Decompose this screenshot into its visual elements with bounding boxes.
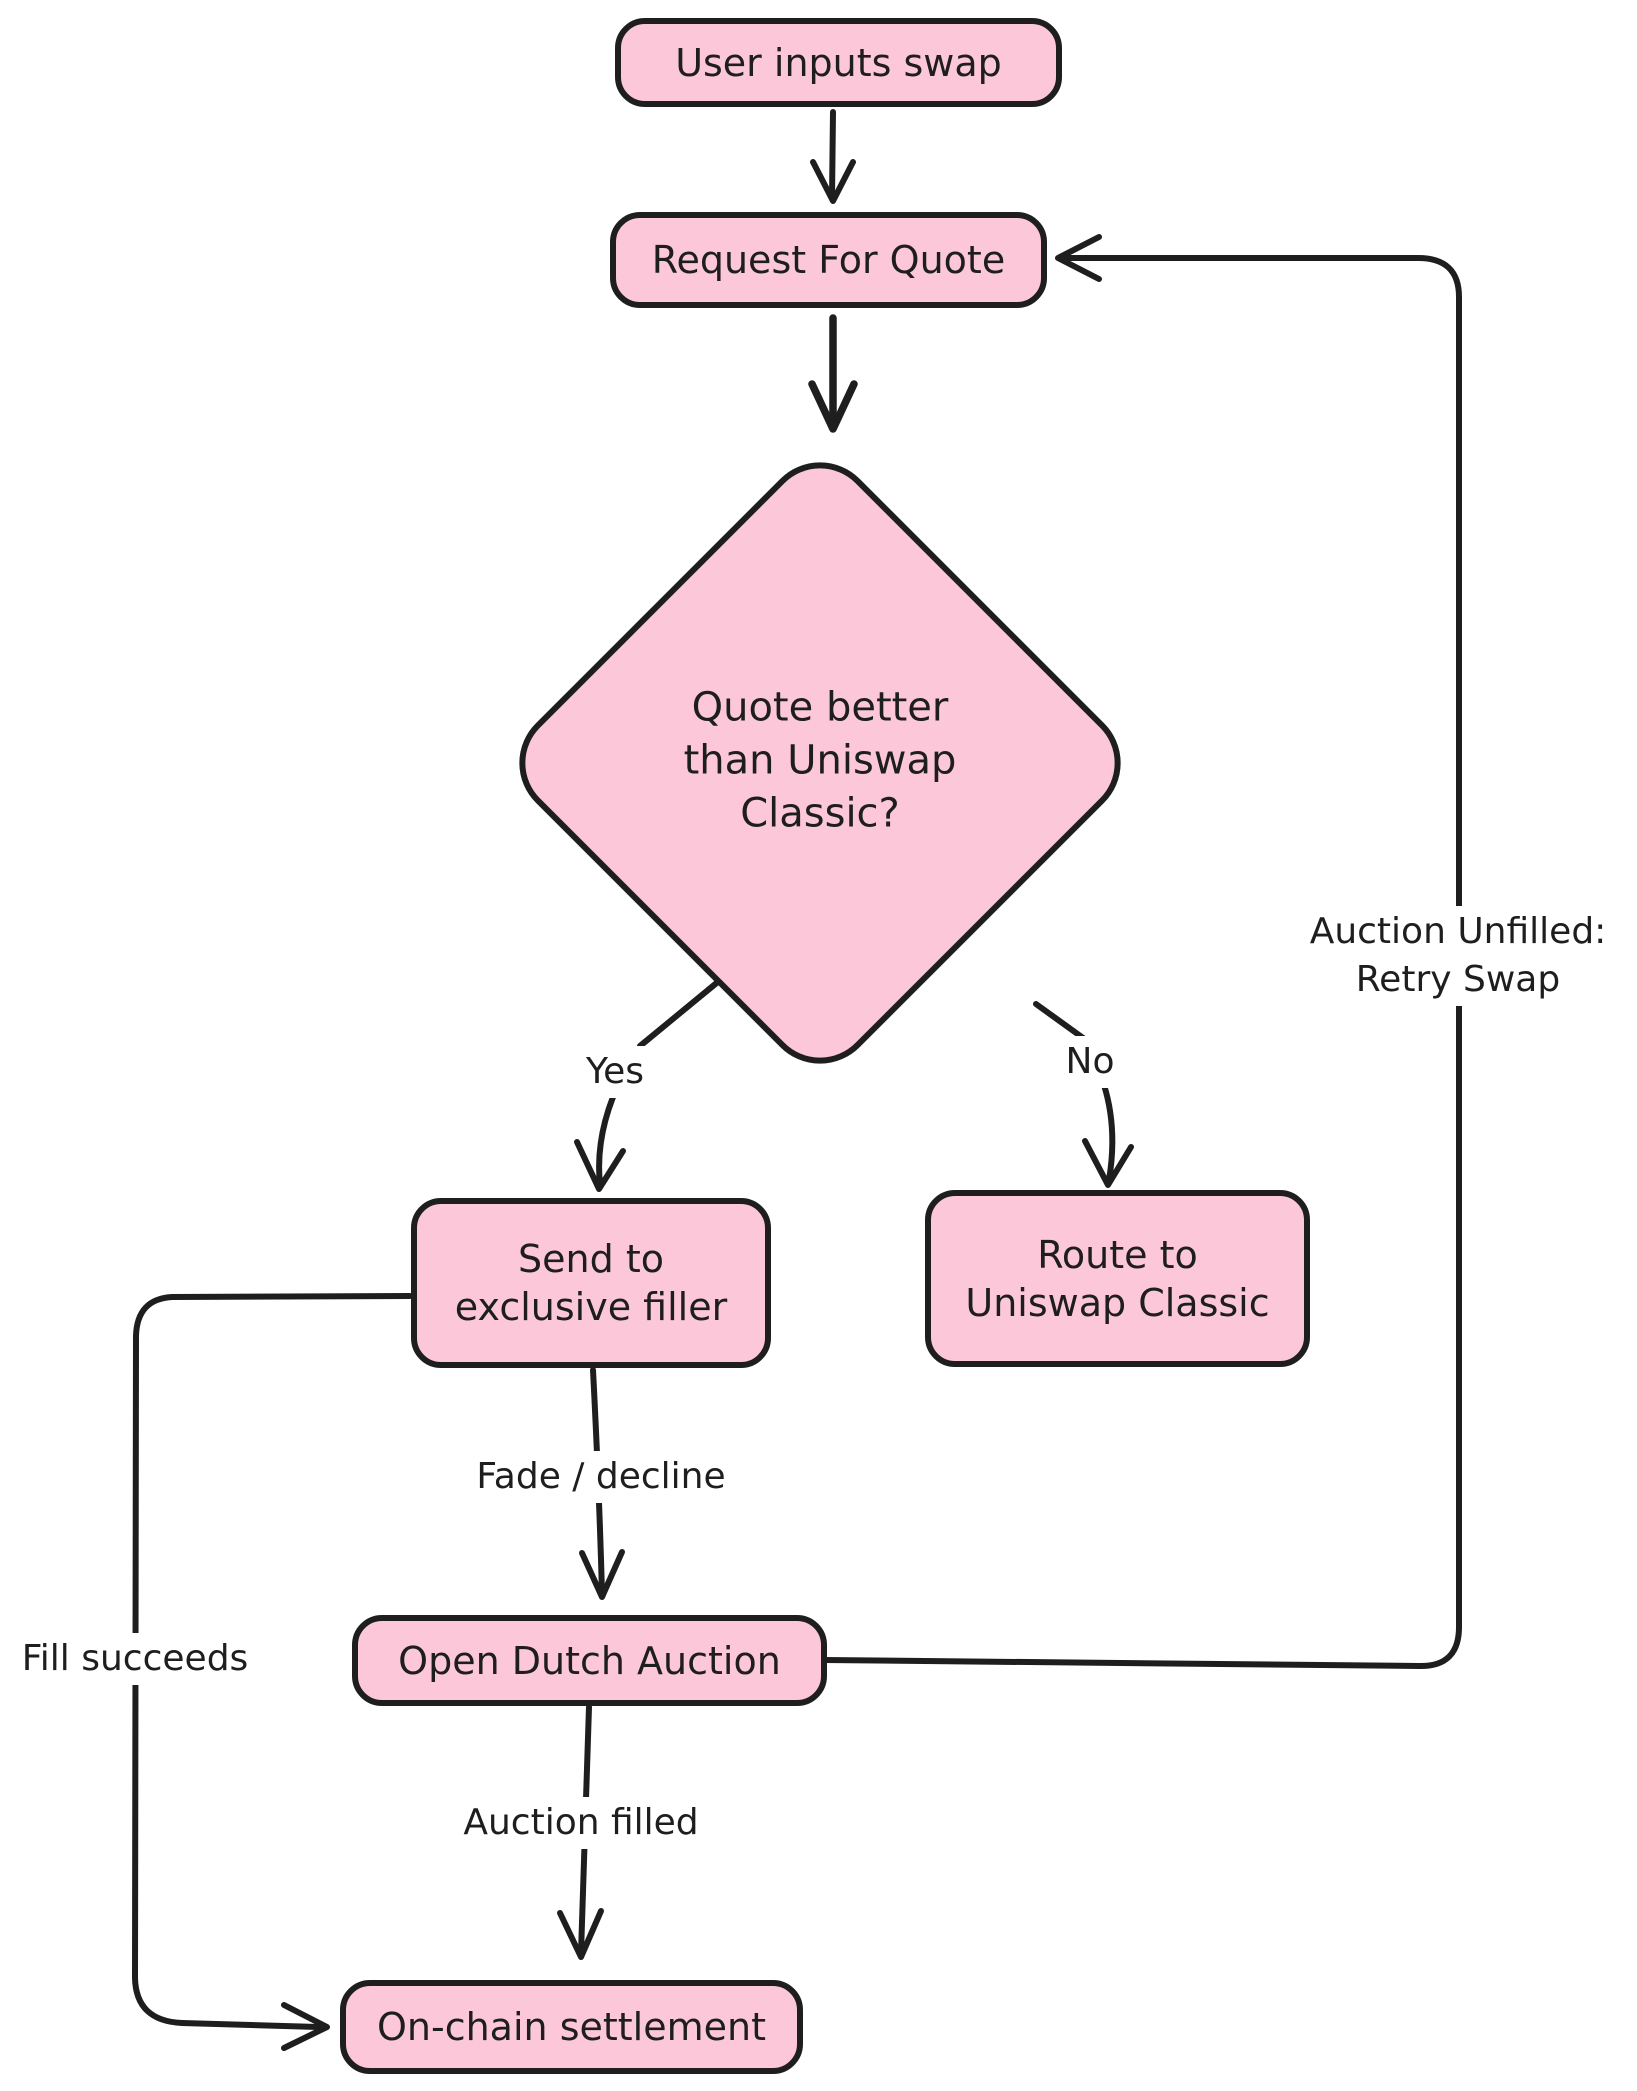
edge-no-to-classic (1101, 1082, 1116, 1183)
node-request-for-quote-label: Request For Quote (651, 238, 1006, 282)
node-on-chain-settlement-label: On-chain settlement (377, 2005, 766, 2049)
node-request-for-quote: Request For Quote (610, 212, 1047, 308)
edge-label-auction-filled: Auction filled (455, 1797, 707, 1849)
node-on-chain-settlement: On-chain settlement (340, 1980, 803, 2074)
node-route-to-uniswap-classic-line2: Uniswap Classic (965, 1280, 1270, 1325)
node-user-inputs-swap: User inputs swap (615, 18, 1062, 107)
arrowhead-yes-to-filler (574, 1139, 626, 1192)
arrowhead-fill-succeeds-loop (281, 2002, 330, 2051)
node-send-to-exclusive-filler: Send to exclusive filler (411, 1198, 771, 1368)
edge-label-no: No (1057, 1036, 1123, 1088)
edge-user-to-rfq (829, 109, 836, 201)
arrowhead-auction-to-settlement (557, 1908, 604, 1960)
node-decision-line3: Classic? (740, 790, 900, 837)
edge-decision-yes-segment (637, 978, 722, 1049)
edge-yes-to-filler (596, 1094, 616, 1187)
node-decision-line2: than Uniswap (683, 737, 957, 784)
edge-fill-succeeds-loop (132, 1293, 413, 2030)
arrowhead-filler-to-auction (579, 1549, 625, 1600)
node-route-to-uniswap-classic: Route to Uniswap Classic (925, 1190, 1310, 1367)
node-decision-line1: Quote better (691, 684, 949, 731)
node-send-to-exclusive-filler-line1: Send to (518, 1237, 664, 1281)
node-route-to-uniswap-classic-line1: Route to (1037, 1232, 1198, 1277)
edge-label-yes: Yes (577, 1046, 653, 1098)
arrowhead-retry-swap-loop (1055, 234, 1102, 282)
edge-label-auction-unfilled-line2: Retry Swap (1355, 959, 1561, 1000)
edge-label-auction-unfilled-line1: Auction Unfilled: (1309, 911, 1607, 952)
edge-label-auction-unfilled: Auction Unfilled: Retry Swap (1301, 906, 1615, 1006)
arrowhead-rfq-to-decision (808, 380, 858, 433)
edge-label-fade-decline: Fade / decline (468, 1451, 734, 1503)
arrowhead-no-to-classic (1082, 1138, 1134, 1188)
node-send-to-exclusive-filler-line2: exclusive filler (454, 1285, 728, 1329)
node-decision-label: Quote better than Uniswap Classic? (684, 682, 957, 841)
arrowhead-user-to-rfq (810, 159, 856, 204)
edge-label-fill-succeeds: Fill succeeds (13, 1633, 257, 1685)
node-open-dutch-auction: Open Dutch Auction (352, 1615, 827, 1706)
node-open-dutch-auction-label: Open Dutch Auction (398, 1638, 781, 1683)
node-user-inputs-swap-label: User inputs swap (675, 40, 1002, 85)
